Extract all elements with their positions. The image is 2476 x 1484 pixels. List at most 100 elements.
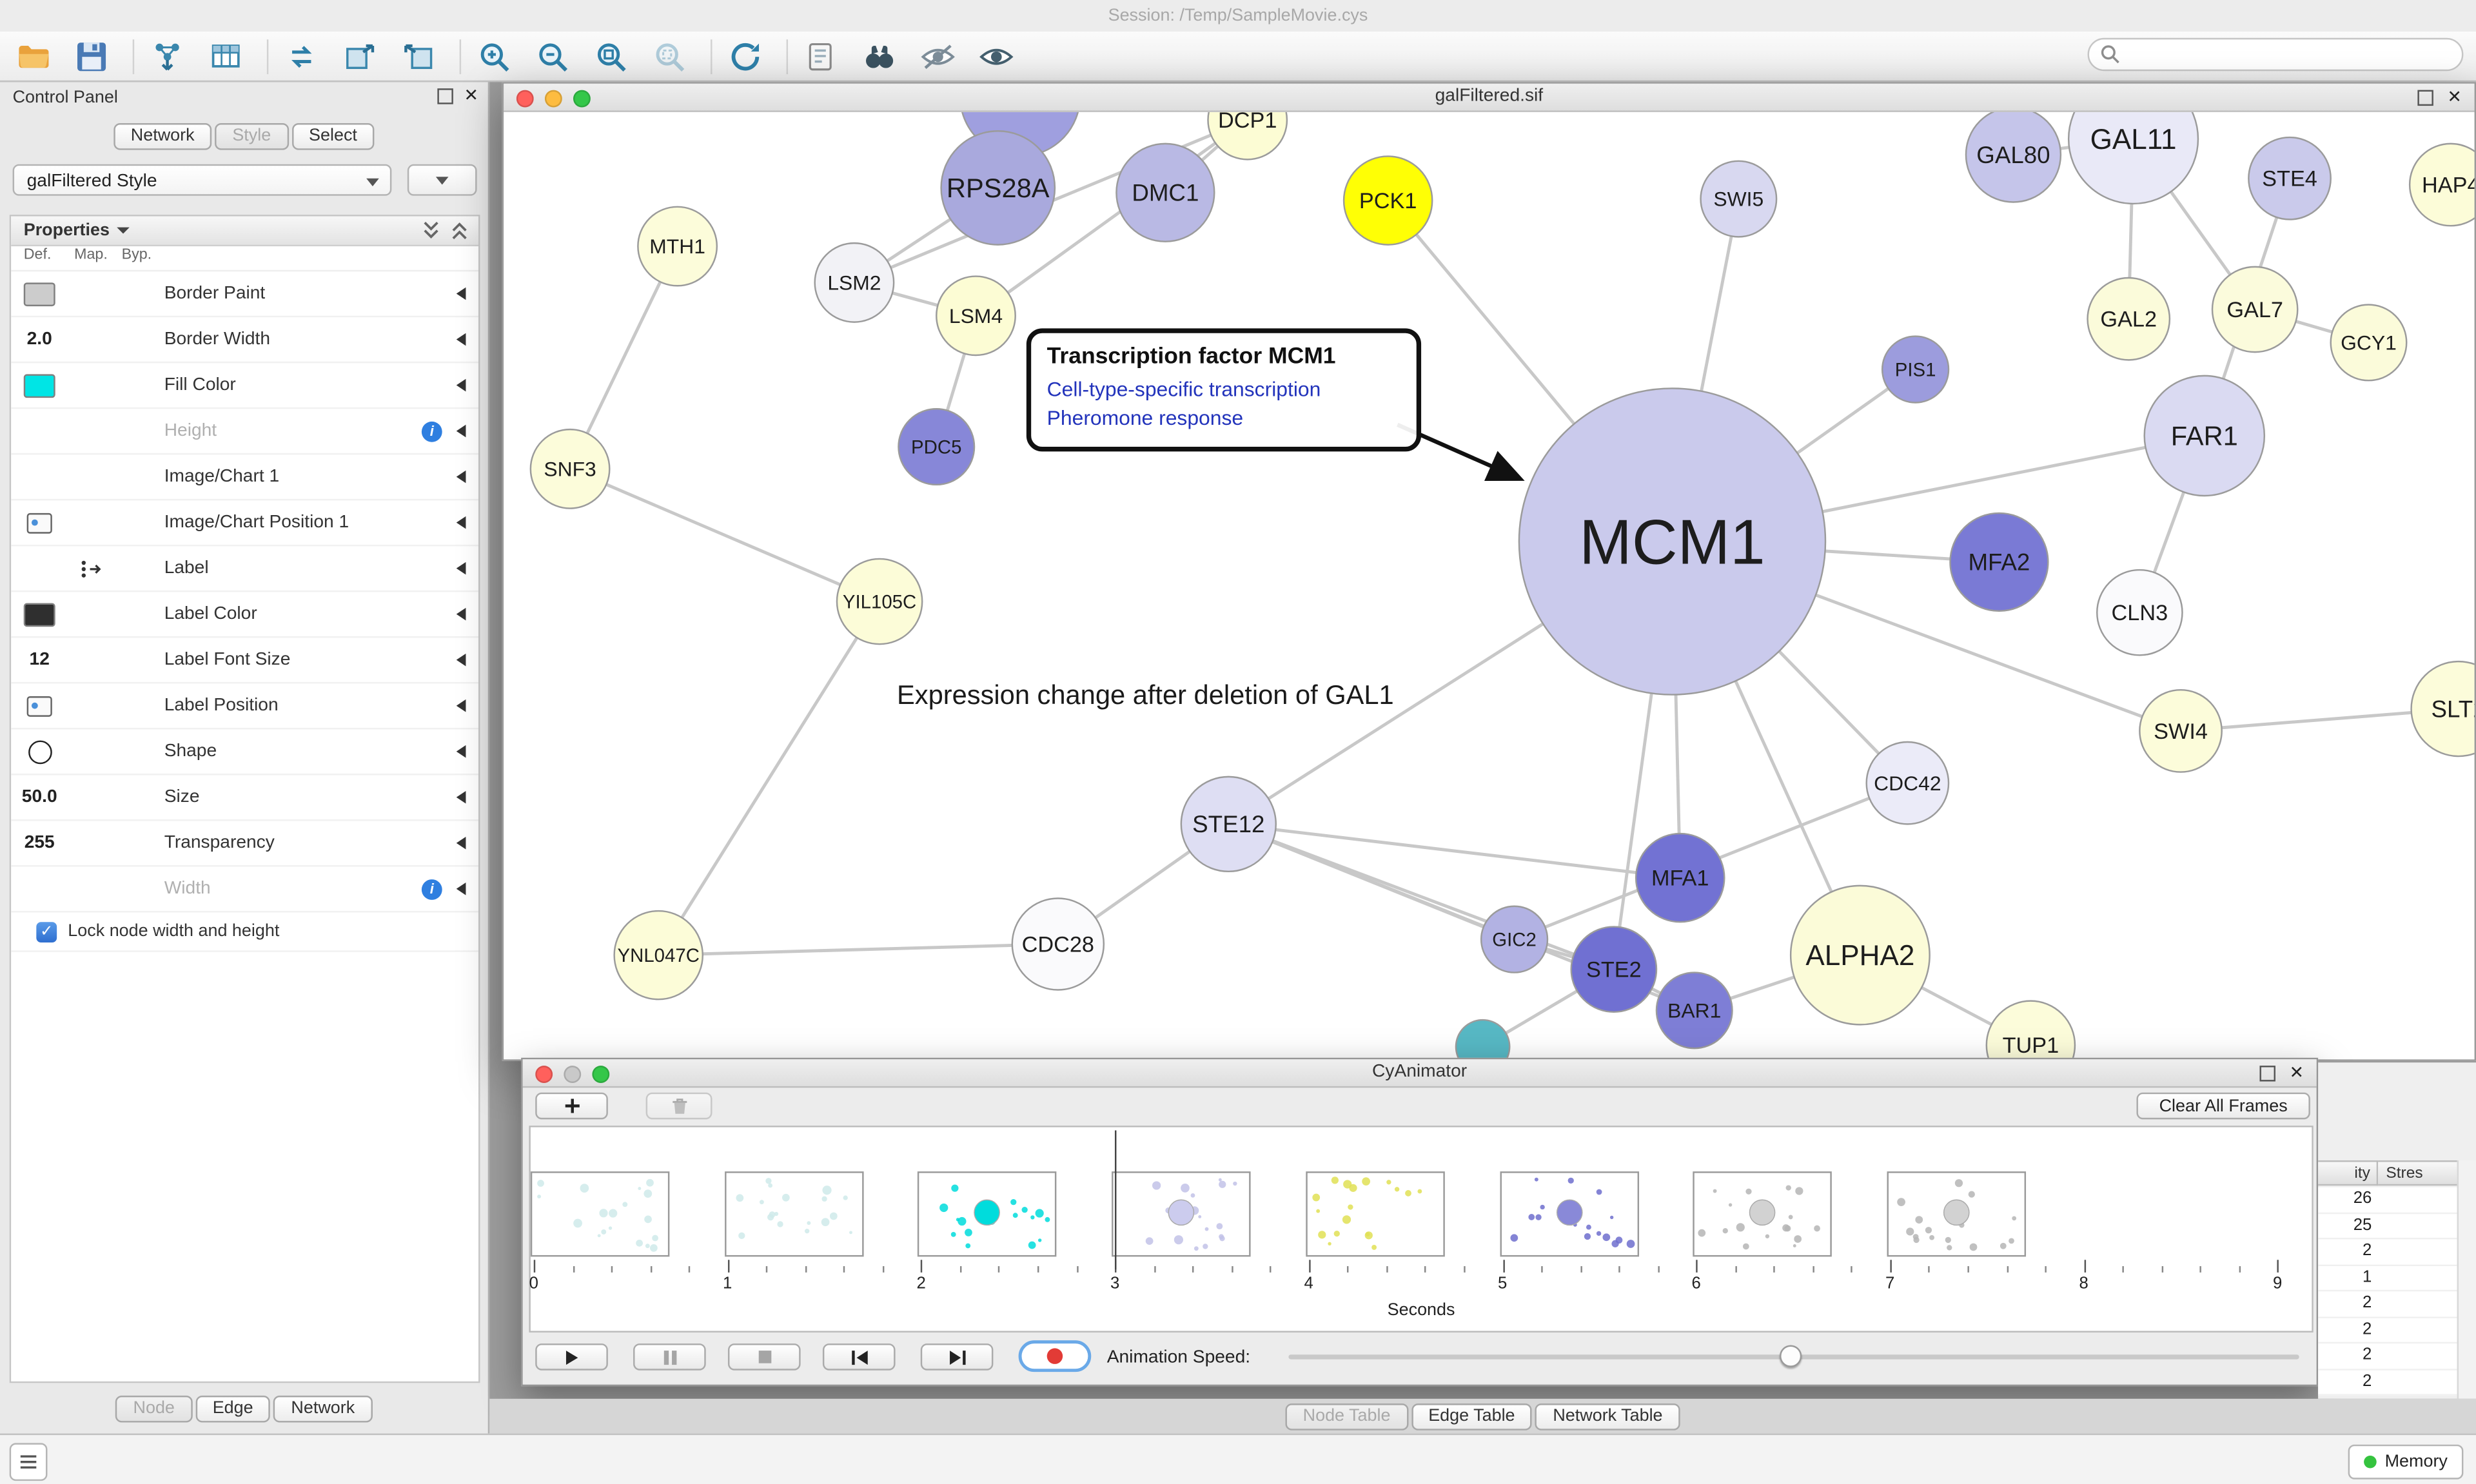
network-node-mcm1[interactable] [1518,387,1827,696]
search-input[interactable] [2128,43,2451,66]
network-node-mfa1[interactable] [1635,832,1725,923]
show-details-icon[interactable] [976,35,1017,77]
network-node-gal2[interactable] [2087,277,2171,361]
ellipse-shape-icon[interactable] [27,739,52,764]
swap-networks-icon[interactable] [281,35,322,77]
expand-row-arrow-icon[interactable] [456,882,466,895]
default-value[interactable]: 2.0 [26,329,52,349]
mapping-icon[interactable] [79,558,104,579]
network-node-alpha2[interactable] [1789,884,1931,1026]
expand-row-arrow-icon[interactable] [456,607,466,621]
frame-thumbnail-2[interactable] [918,1171,1057,1257]
zoom-fit-icon[interactable] [591,35,632,77]
mcm1-annotation-box[interactable]: Transcription factor MCM1 Cell-type-spec… [1026,328,1422,453]
next-frame-button[interactable] [920,1343,994,1371]
network-node-lsm4[interactable] [936,275,1016,356]
tab-network[interactable]: Network [113,123,212,150]
close-window-icon[interactable] [535,1066,553,1084]
float-window-icon[interactable] [2259,1066,2275,1082]
expand-row-arrow-icon[interactable] [456,516,466,529]
network-node-ste2[interactable] [1570,926,1658,1013]
network-node-slt2[interactable] [2410,660,2475,757]
expand-row-arrow-icon[interactable] [456,561,466,575]
export-network-icon[interactable] [340,35,381,77]
network-node-gcy1[interactable] [2330,304,2408,382]
network-node-yil105c[interactable] [836,558,923,645]
style-combo-box[interactable]: galFiltered Style [12,164,392,196]
close-view-icon[interactable]: ✕ [2447,88,2462,108]
position-icon[interactable] [26,695,52,716]
search-network-icon[interactable] [859,35,900,77]
property-row-label-position[interactable]: Label Position [11,683,479,730]
annotation-panel-icon[interactable] [801,35,842,77]
float-panel-icon[interactable] [437,88,453,104]
expand-row-arrow-icon[interactable] [456,287,466,300]
zoom-window-icon[interactable] [592,1066,610,1084]
animation-speed-slider[interactable] [1288,1345,2299,1367]
table-row[interactable]: 2 [2318,1239,2476,1265]
network-node-mfa2[interactable] [1949,512,2049,612]
network-edge[interactable] [568,245,679,470]
expand-row-arrow-icon[interactable] [456,699,466,712]
default-color-swatch[interactable] [23,602,55,627]
default-color-swatch[interactable] [23,373,55,397]
network-node-pis1[interactable] [1881,335,1950,404]
property-row-border-paint[interactable]: Border Paint [11,271,479,318]
property-row-image-chart-position-1[interactable]: Image/Chart Position 1 [11,500,479,547]
expand-row-arrow-icon[interactable] [456,424,466,438]
cyanimator-titlebar[interactable]: CyAnimator ✕ [522,1059,2317,1088]
network-node-rps28a[interactable] [940,130,1056,246]
network-node-ste12[interactable] [1180,776,1277,873]
zoom-selected-icon[interactable] [649,35,691,77]
collapse-all-icon[interactable] [450,219,469,241]
panel-menu-button[interactable] [9,1443,48,1481]
network-node-snf3[interactable] [529,428,611,509]
network-node-tealnode[interactable] [1455,1019,1511,1060]
frame-thumbnail-7[interactable] [1887,1171,2026,1257]
network-node-mth1[interactable] [637,206,718,287]
table-row[interactable]: 2 [2318,1369,2476,1396]
table-tab-network-table[interactable]: Network Table [1535,1402,1680,1430]
expand-row-arrow-icon[interactable] [456,333,466,346]
memory-button[interactable]: Memory [2348,1444,2464,1479]
network-node-far1[interactable] [2143,375,2266,497]
pause-button[interactable] [633,1343,706,1371]
network-node-cdc42[interactable] [1865,741,1950,825]
network-edge[interactable] [975,119,1249,317]
record-button[interactable] [1018,1340,1092,1372]
table-row[interactable]: 1 [2318,1265,2476,1292]
expand-row-arrow-icon[interactable] [456,470,466,483]
expand-row-arrow-icon[interactable] [456,790,466,804]
refresh-icon[interactable] [725,35,766,77]
expand-all-icon[interactable] [422,219,440,241]
frame-thumbnail-5[interactable] [1499,1171,1638,1257]
network-edge[interactable] [657,600,881,956]
annotation-link[interactable]: Pheromone response [1046,405,1244,430]
network-node-ynl047c[interactable] [613,910,704,1001]
import-table-icon[interactable] [205,35,246,77]
network-node-gal7[interactable] [2211,266,2299,353]
table-column-header[interactable]: ity [2318,1160,2379,1186]
position-icon[interactable] [26,512,52,533]
table-row[interactable]: 2 [2318,1343,2476,1370]
delete-frame-button[interactable] [645,1092,712,1120]
export-image-icon[interactable] [398,35,439,77]
stop-button[interactable] [727,1343,801,1371]
clear-all-frames-button[interactable]: Clear All Frames [2136,1092,2310,1120]
network-node-pck1[interactable] [1342,155,1433,246]
network-node-cln3[interactable] [2096,569,2183,656]
table-row[interactable]: 2 [2318,1317,2476,1344]
table-row[interactable]: 2 [2318,1291,2476,1318]
table-tab-node-table[interactable]: Node Table [1285,1402,1408,1430]
default-color-swatch[interactable] [23,282,55,306]
save-session-icon[interactable] [71,35,112,77]
frame-thumbnail-3[interactable] [1112,1171,1251,1257]
minimize-window-icon[interactable] [544,90,562,108]
frame-thumbnail-4[interactable] [1305,1171,1445,1257]
style-options-button[interactable] [407,164,477,196]
